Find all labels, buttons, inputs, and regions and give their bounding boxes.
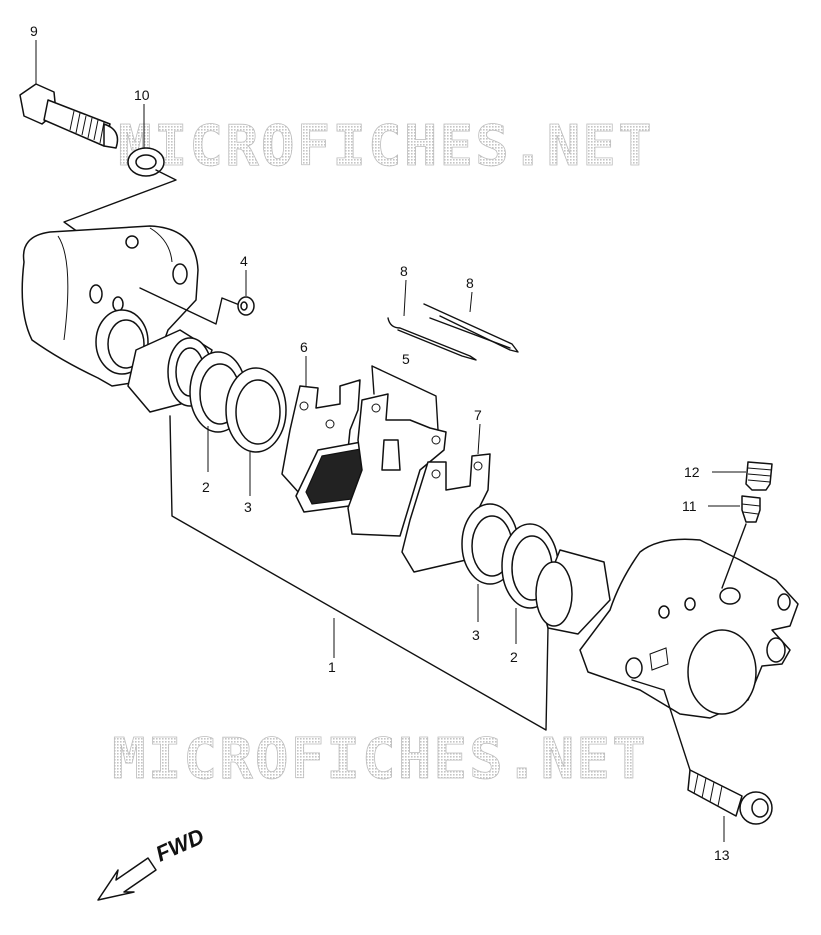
callout-2-right: 2	[510, 649, 518, 665]
callout-4: 4	[240, 253, 248, 269]
forward-arrow-icon	[97, 857, 157, 901]
callout-8-left: 8	[400, 263, 408, 279]
assembly-leader-10	[63, 169, 177, 233]
watermark-top: MICROFICHES.NET	[118, 114, 654, 179]
callout-5: 5	[402, 351, 410, 367]
bolt-13	[687, 769, 773, 825]
callout-8-right: 8	[466, 275, 474, 291]
callout-7: 7	[474, 407, 482, 423]
bleeder-valve-11	[741, 495, 761, 523]
lock-washer-10	[127, 147, 165, 177]
pad-shim-7	[401, 453, 491, 573]
assembly-bracket-1	[169, 415, 549, 731]
pin-leader-4	[139, 287, 243, 325]
pad-pin-8	[387, 303, 519, 361]
callout-10: 10	[134, 87, 150, 103]
brake-pad-5	[295, 393, 447, 537]
direction-label: FWD	[152, 823, 208, 866]
bleeder-leader	[721, 523, 747, 589]
caliper-half-right	[579, 538, 799, 719]
callout-6: 6	[300, 339, 308, 355]
callout-3-right: 3	[472, 627, 480, 643]
callout-1: 1	[328, 659, 336, 675]
callout-13: 13	[714, 847, 730, 863]
dust-seal-3-left	[225, 367, 287, 453]
callout-3-left: 3	[244, 499, 252, 515]
callout-12: 12	[684, 464, 700, 480]
bleed-nipple-cap-4	[237, 296, 255, 316]
piston-right	[535, 549, 611, 635]
callout-9: 9	[30, 23, 38, 39]
bleeder-cap-12	[745, 461, 773, 491]
bolt-leader-13	[631, 679, 691, 771]
leader-lines	[35, 40, 746, 842]
bracket-5	[371, 365, 439, 431]
callout-11: 11	[682, 498, 697, 514]
callout-2-left: 2	[202, 479, 210, 495]
watermark-bottom: MICROFICHES.NET	[112, 727, 648, 792]
caliper-half-left	[21, 225, 199, 387]
bolt-9	[19, 83, 119, 149]
